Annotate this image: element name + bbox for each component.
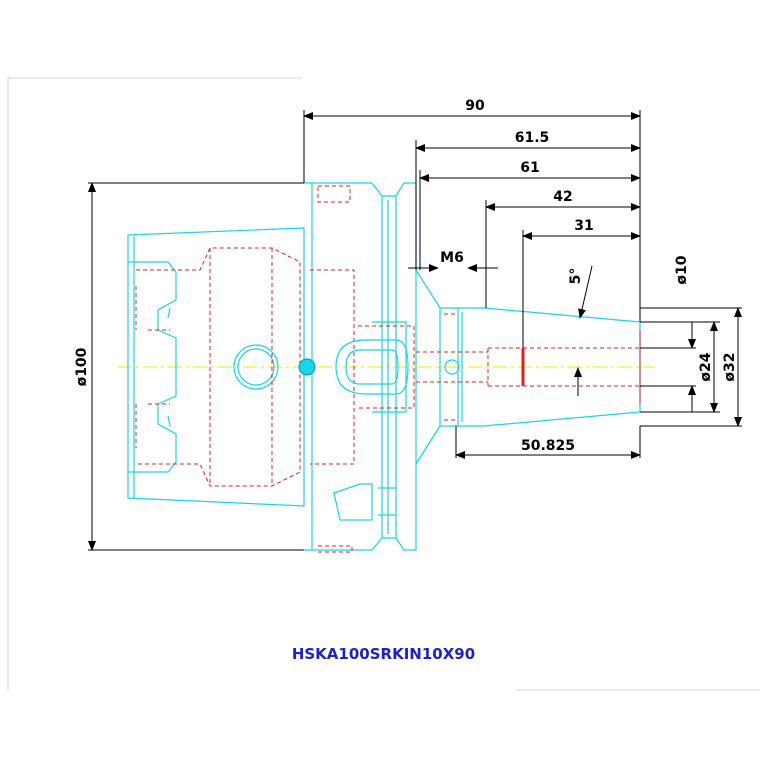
flange-hidden-lines xyxy=(310,185,355,553)
sheet-frame xyxy=(7,77,760,691)
dim-overall-length: 90 xyxy=(465,98,485,114)
hsk-shank xyxy=(127,227,305,507)
dim-bore-diameter: ø10 xyxy=(674,255,690,284)
dim-taper-diameter: ø32 xyxy=(722,352,738,381)
dim-taper-length: 50.825 xyxy=(521,438,575,454)
bore-hidden-lines xyxy=(416,313,641,421)
dimension-labels: 90 61.5 61 42 31 M6 5° ø10 ø24 ø32 ø100 … xyxy=(74,98,738,454)
dim-length-42: 42 xyxy=(553,189,572,205)
dim-taper-angle: 5° xyxy=(568,268,584,285)
dim-thread: M6 xyxy=(440,250,464,266)
extension-lines xyxy=(88,110,742,551)
part-number-label: HSKA100SRKIN10X90 xyxy=(291,645,476,663)
dimension-lines xyxy=(88,112,742,551)
shank-hidden-lines xyxy=(135,247,301,487)
clamp-slot xyxy=(298,321,415,413)
dim-length-61: 61 xyxy=(520,160,539,176)
flange xyxy=(304,182,417,551)
dim-flange-diameter: ø100 xyxy=(74,347,90,386)
dim-nose-diameter: ø24 xyxy=(698,352,714,381)
dim-length-31: 31 xyxy=(574,218,593,234)
dim-length-61-5: 61.5 xyxy=(515,130,550,146)
